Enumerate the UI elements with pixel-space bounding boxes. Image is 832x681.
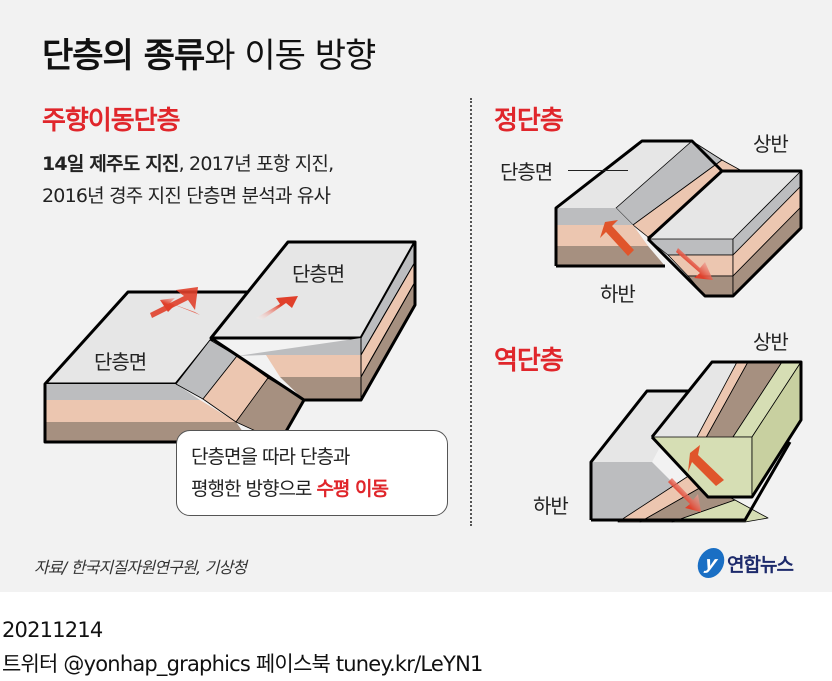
- reverse-fault-heading: 역단층: [494, 346, 564, 376]
- strike-slip-callout: 단층면을 따라 단층과 평행한 방향으로 수평 이동: [176, 430, 448, 516]
- desc-line1: , 2017년 포항 지진,: [178, 153, 335, 175]
- strike-slip-description: 14일 제주도 지진, 2017년 포항 지진, 2016년 경주 지진 단층면…: [42, 148, 335, 212]
- desc-bold: 14일 제주도 지진: [42, 153, 179, 175]
- fault-diagrams: [43, 139, 803, 523]
- title-bold: 단층의 종류: [42, 36, 205, 76]
- reverse-fault-hanging-wall-label: 상반: [753, 330, 789, 354]
- page-title: 단층의 종류와 이동 방향: [42, 28, 376, 77]
- section-divider: [470, 98, 472, 526]
- callout-line1: 단층면을 따라 단층과: [191, 446, 350, 468]
- footer-social: 트위터 @yonhap_graphics 페이스북 tuney.kr/LeYN1: [2, 652, 483, 676]
- normal-fault-plane-label: 단층면: [500, 160, 553, 184]
- desc-line2: 2016년 경주 지진 단층면 분석과 유사: [42, 185, 331, 207]
- reverse-fault-footwall-label: 하반: [533, 494, 569, 518]
- source-credit: 자료/ 한국지질자원연구원, 기상청: [34, 558, 247, 577]
- title-light: 와 이동 방향: [204, 36, 376, 76]
- fault-plane-leader-line: [568, 170, 628, 171]
- callout-line2: 평행한 방향으로: [191, 478, 317, 500]
- fault-plane-label-right: 단층면: [292, 262, 345, 286]
- normal-fault-footwall-label: 하반: [600, 282, 636, 306]
- strike-slip-heading: 주향이동단층: [42, 106, 181, 136]
- fault-plane-label-left: 단층면: [94, 350, 147, 374]
- yonhap-logo-icon: y: [695, 548, 727, 578]
- yonhap-logo-text: 연합뉴스: [727, 553, 794, 576]
- normal-fault-hanging-wall-label: 상반: [753, 132, 789, 156]
- footer-date: 20211214: [2, 618, 103, 642]
- callout-highlight: 수평 이동: [316, 478, 389, 500]
- strike-slip-diagram: [43, 240, 417, 444]
- yonhap-logo: y 연합뉴스: [695, 548, 794, 578]
- reverse-fault-diagram: [589, 360, 803, 523]
- normal-fault-diagram: [554, 139, 803, 298]
- normal-fault-heading: 정단층: [494, 106, 564, 136]
